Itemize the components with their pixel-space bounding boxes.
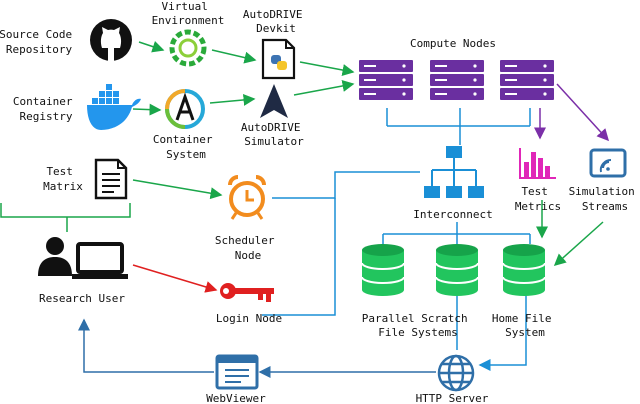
simulation-streams-icon bbox=[589, 148, 627, 178]
key-icon bbox=[220, 283, 274, 302]
devkit-document-icon bbox=[261, 38, 296, 80]
label-source-repo: Source Code Repository bbox=[0, 28, 79, 56]
edge-sim-to-compute bbox=[293, 80, 355, 96]
label-simulator: AutoDRIVE Simulator bbox=[241, 121, 307, 148]
label-scheduler: Scheduler Node bbox=[215, 234, 281, 262]
compute-server-2-icon bbox=[430, 60, 484, 100]
link-login-interconnect bbox=[262, 198, 336, 316]
github-icon bbox=[90, 19, 132, 61]
label-research-user: Research User bbox=[39, 292, 125, 305]
edge-webviewer-to-user bbox=[78, 318, 214, 373]
edge-registry-to-container bbox=[132, 103, 162, 116]
edge-streams-to-home bbox=[553, 221, 604, 267]
label-interconnect: Interconnect bbox=[413, 208, 492, 221]
test-matrix-document-icon bbox=[94, 158, 128, 200]
interconnect-network-icon bbox=[424, 146, 484, 198]
link-home-http bbox=[478, 295, 527, 371]
label-webviewer: WebViewer bbox=[206, 392, 266, 404]
label-container-system: Container System bbox=[153, 133, 219, 161]
label-scratch-fs: Parallel Scratch File Systems bbox=[362, 312, 475, 339]
simulator-icon bbox=[260, 84, 288, 118]
label-sim-streams: Simulation Streams bbox=[569, 185, 640, 213]
bracket-user-group bbox=[0, 203, 131, 232]
virtual-environment-icon bbox=[169, 29, 207, 67]
bus-storage-down bbox=[382, 234, 531, 244]
container-system-icon bbox=[165, 89, 205, 129]
bus-compute-horizontal bbox=[387, 125, 530, 145]
edge-compute-to-streams bbox=[556, 83, 610, 142]
label-test-metrics: Test Metrics bbox=[515, 185, 561, 213]
label-home-fs: Home File System bbox=[492, 312, 558, 339]
docker-icon bbox=[87, 84, 141, 130]
edge-repo-to-venv bbox=[138, 40, 165, 53]
label-login-node: Login Node bbox=[216, 312, 282, 325]
label-container-registry: Container Registry bbox=[13, 95, 79, 123]
label-compute-nodes: Compute Nodes bbox=[410, 37, 496, 50]
test-metrics-bar-chart-icon bbox=[519, 148, 556, 179]
edge-devkit-to-compute bbox=[299, 61, 355, 76]
edge-matrix-to-scheduler bbox=[132, 179, 223, 200]
research-user-icon bbox=[38, 237, 128, 279]
alarm-clock-icon bbox=[228, 175, 266, 220]
label-devkit: AutoDRIVE Devkit bbox=[243, 8, 309, 35]
label-http-server: HTTP Server bbox=[416, 392, 489, 404]
scratch-db-1-icon bbox=[361, 244, 405, 296]
edge-user-to-login bbox=[132, 264, 218, 293]
label-test-matrix: Test Matrix bbox=[43, 165, 83, 193]
bus-compute-down bbox=[386, 108, 531, 126]
label-virtual-env: Virtual Environment bbox=[152, 0, 225, 27]
link-scheduler-interconnect bbox=[272, 171, 420, 199]
globe-icon bbox=[437, 354, 475, 392]
edge-container-to-sim bbox=[209, 93, 256, 106]
edge-venv-to-devkit bbox=[211, 49, 257, 64]
bus-storage-horizontal bbox=[383, 222, 530, 235]
compute-server-1-icon bbox=[359, 60, 413, 100]
webviewer-browser-icon bbox=[215, 354, 259, 390]
connectors bbox=[0, 40, 610, 378]
home-db-icon bbox=[502, 244, 546, 296]
scratch-db-2-icon bbox=[435, 244, 479, 296]
compute-server-3-icon bbox=[500, 60, 554, 100]
